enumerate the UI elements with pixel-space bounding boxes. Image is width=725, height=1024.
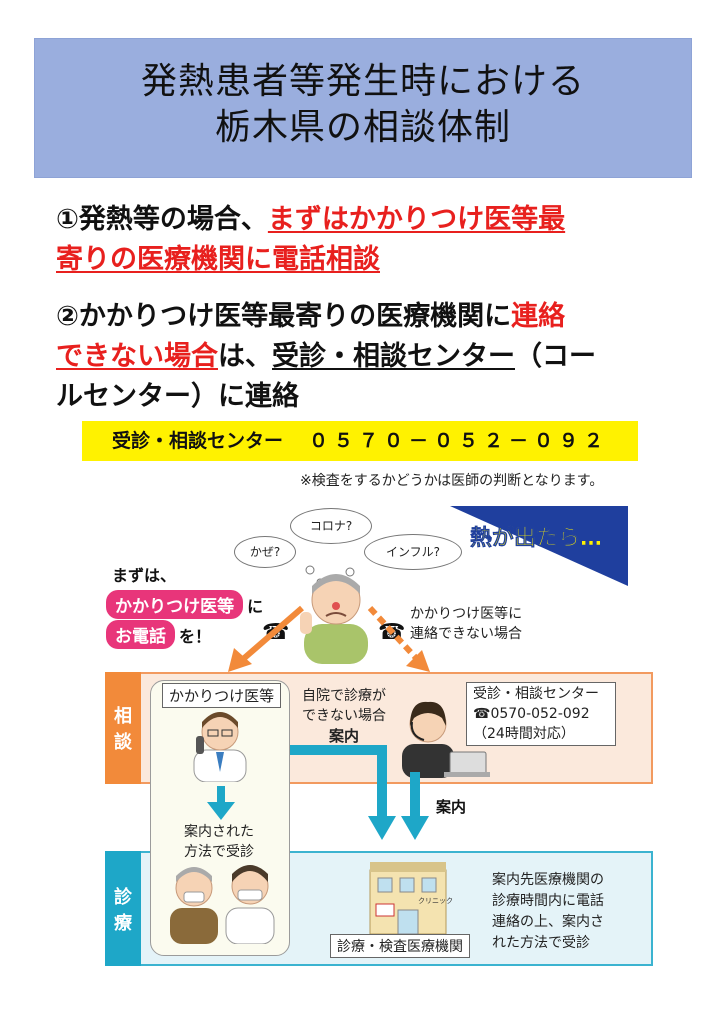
- first-line-2: お電話を！: [106, 620, 211, 649]
- point-1-prefix: ①発熱等の場合、: [56, 204, 268, 235]
- band-sodan-text: 相談: [114, 706, 132, 753]
- annai-1: 案内: [328, 727, 359, 745]
- title-line-2: 栃木県の相談体制: [214, 107, 511, 148]
- thought-bubble-corona: コロナ?: [290, 508, 372, 544]
- orange-arrows-icon: [228, 605, 430, 672]
- clinic-label: 診療・検査医療機関: [330, 934, 470, 958]
- center-hours: （24時間対応）: [473, 726, 575, 742]
- center-info-box: 受診・相談センター ☎0570-052-092 （24時間対応）: [466, 682, 616, 746]
- right-text-line: れた方法で受診: [492, 935, 590, 951]
- first-ni: に: [247, 597, 264, 616]
- annai-2: 案内: [436, 798, 467, 816]
- sick-person-icon: [300, 574, 368, 664]
- first-suffix: を！: [179, 627, 212, 646]
- point-1: ①発熱等の場合、まずはかかりつけ医等最 寄りの医療機関に電話相談: [56, 200, 676, 280]
- point-2-highlight-a: 連絡: [511, 301, 566, 332]
- band-shinryo-text: 診療: [114, 887, 132, 934]
- point-2-highlight-b: できない場合: [56, 341, 218, 372]
- first-prefix: まずは、: [112, 566, 177, 585]
- fever-banner-shape: [450, 506, 628, 586]
- note-text: ※検査をするかどうかは医師の判断となります。: [300, 473, 604, 489]
- title-banner: 発熱患者等発生時における 栃木県の相談体制: [34, 38, 692, 178]
- contact-label: 受診・相談センター: [112, 430, 284, 452]
- guided-line-2: 方法で受診: [184, 844, 254, 860]
- self-cannot-text: 自院で診療が できない場合 案内: [302, 686, 386, 746]
- point-2-middle: は、: [218, 341, 272, 372]
- pill-phone: お電話: [106, 620, 175, 649]
- center-phone[interactable]: ☎0570-052-092: [473, 706, 590, 722]
- guided-line-1: 案内された: [184, 824, 254, 840]
- cyan-flow-arrows-icon: [290, 745, 429, 840]
- pill-gp: かかりつけ医等: [106, 590, 244, 619]
- fever-banner-text: 熱が出たら…: [470, 526, 603, 552]
- cannot-contact-line-1: かかりつけ医等に: [410, 606, 523, 622]
- point-2: ②かかりつけ医等最寄りの医療機関に連絡 できない場合は、受診・相談センター（コー…: [56, 297, 676, 417]
- doctor-on-phone-icon: [193, 712, 247, 782]
- center-label: 受診・相談センター: [473, 686, 599, 702]
- cannot-contact-line-2: 連絡できない場合: [410, 626, 522, 642]
- doctor-patient-icon: [170, 865, 275, 944]
- right-text-line: 診療時間内に電話: [492, 893, 604, 909]
- contact-banner: 受診・相談センター ０５７０－０５２－０９２: [82, 421, 638, 461]
- band-sodan-label: 相談: [105, 672, 141, 784]
- point-2-suffix-b: ルセンター）に連絡: [56, 381, 299, 412]
- thought-bubble-kaze: かぜ?: [234, 536, 296, 568]
- right-text-line: 案内先医療機関の: [492, 872, 604, 888]
- right-text-line: 連絡の上、案内さ: [492, 914, 604, 930]
- band-shinryo-label: 診療: [105, 851, 141, 966]
- title-line-1: 発熱患者等発生時における: [140, 61, 585, 102]
- call-center-operator-icon: [402, 701, 490, 778]
- point-2-center-name: 受診・相談センター: [272, 341, 515, 372]
- self-line-2: できない場合: [302, 708, 386, 724]
- gp-label: かかりつけ医等: [162, 683, 282, 708]
- cannot-contact-text: かかりつけ医等に 連絡できない場合: [410, 604, 522, 644]
- guided-text: 案内された 方法で受診: [184, 822, 254, 862]
- thought-bubble-influ: インフル?: [364, 534, 462, 570]
- right-explanation: 案内先医療機関の 診療時間内に電話 連絡の上、案内さ れた方法で受診: [492, 870, 604, 954]
- first-line-1: かかりつけ医等に: [106, 590, 263, 619]
- point-2-suffix-a: （コー: [515, 341, 596, 372]
- clinic-sign: クリニック: [418, 897, 453, 905]
- point-1-highlight-b: 寄りの医療機関に電話相談: [56, 244, 380, 275]
- point-1-highlight-a: まずはかかりつけ医等最: [267, 204, 566, 235]
- contact-number[interactable]: ０５７０－０５２－０９２: [309, 430, 610, 452]
- self-line-1: 自院で診療が: [302, 688, 386, 704]
- arrow-down-icon: [207, 786, 235, 820]
- point-2-prefix: ②かかりつけ医等最寄りの医療機関に: [56, 301, 512, 332]
